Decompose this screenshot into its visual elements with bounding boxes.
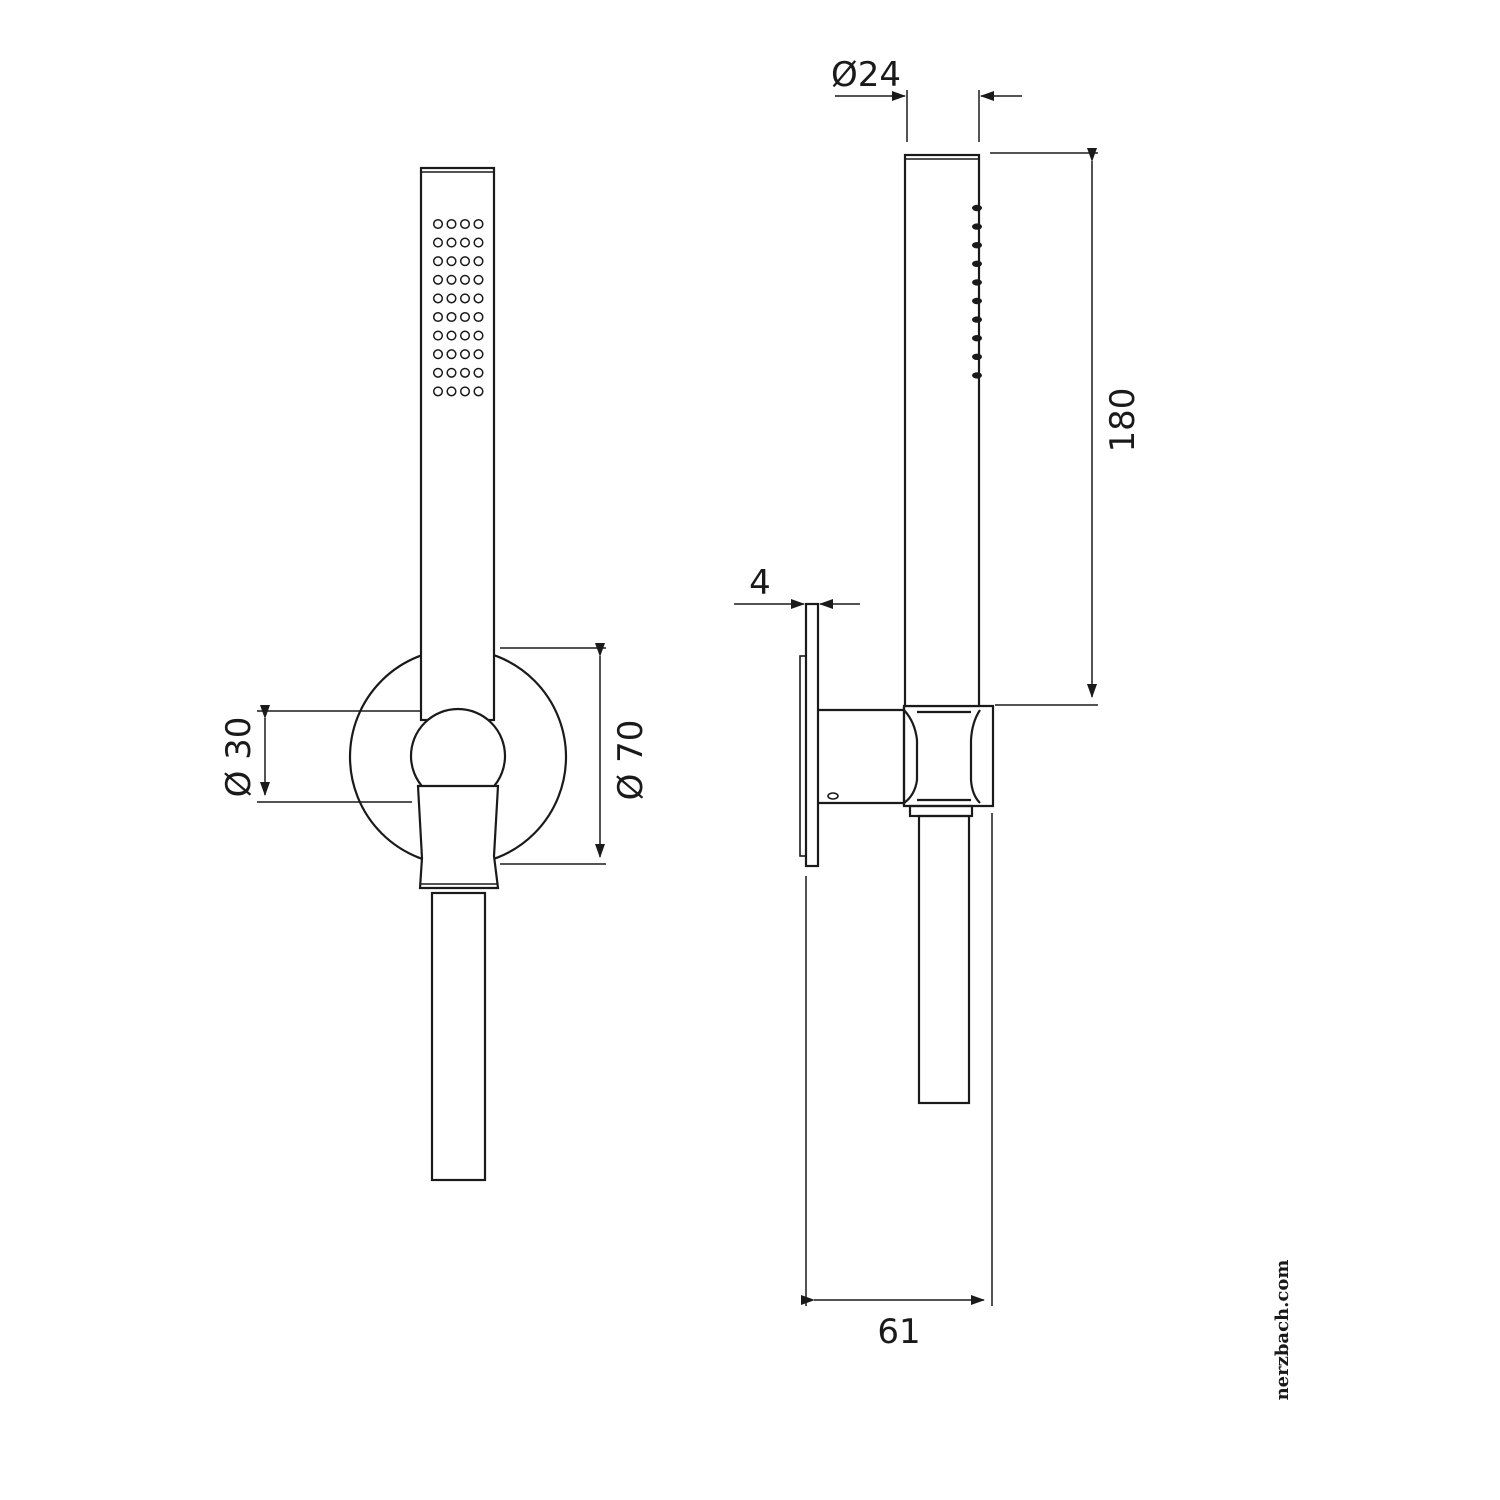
nozzle-dot <box>446 330 457 341</box>
nozzle-dot <box>459 311 471 323</box>
nozzle-dot <box>432 256 444 267</box>
nozzle-dot <box>446 274 457 285</box>
nozzle-dot <box>473 256 484 267</box>
holder-bracket <box>416 784 500 890</box>
nozzle-nub <box>972 335 982 342</box>
nozzle-dot <box>432 293 444 304</box>
set-screw <box>827 792 839 800</box>
nozzle-nub <box>972 297 982 305</box>
spray-nozzle-grid <box>432 218 484 397</box>
nozzle-dot <box>459 386 471 397</box>
hose-side <box>917 814 971 1105</box>
nozzle-dot <box>446 256 457 267</box>
nozzle-dot <box>473 330 484 341</box>
nozzle-dot <box>446 311 457 323</box>
nozzle-dot <box>459 256 471 267</box>
nozzle-dot <box>473 349 484 360</box>
nozzle-dot <box>446 218 457 230</box>
nozzle-dot <box>432 274 444 285</box>
projection-label: 61 <box>877 1312 920 1352</box>
front-view: Ø 30 Ø 70 <box>219 166 651 1182</box>
spray-nozzle-profile <box>972 204 982 379</box>
nozzle-dot <box>446 349 457 360</box>
nozzle-dot <box>473 386 484 397</box>
nozzle-dot <box>473 274 484 285</box>
wall-plate <box>804 602 820 868</box>
nozzle-dot <box>459 218 471 230</box>
hand-shower-body-side <box>903 153 981 708</box>
handle-diameter-label: Ø24 <box>831 55 901 95</box>
nozzle-dot <box>446 367 457 378</box>
nozzle-nub <box>972 279 982 286</box>
wall-plate-flange <box>799 655 807 857</box>
nozzle-nub <box>972 242 982 249</box>
rosette-diameter-dimension: Ø 70 <box>500 643 651 865</box>
nozzle-nub <box>972 223 982 230</box>
nozzle-nub <box>972 204 982 212</box>
nozzle-dot <box>446 293 457 304</box>
nozzle-dot <box>446 237 457 248</box>
nozzle-dot <box>446 386 457 397</box>
brand-watermark: nerzbach.com <box>1272 1260 1293 1401</box>
nozzle-dot <box>432 330 444 341</box>
nozzle-dot <box>459 330 471 341</box>
hose-connector <box>908 804 974 818</box>
plate-thickness-label: 4 <box>749 563 771 603</box>
hand-shower-body <box>419 166 496 722</box>
nozzle-dot <box>473 218 484 230</box>
handle-length-label: 180 <box>1103 388 1143 453</box>
nozzle-nub <box>972 353 982 360</box>
plate-thickness-dimension: 4 <box>734 563 860 609</box>
holder-cup <box>903 709 981 804</box>
nozzle-dot <box>473 367 484 378</box>
nozzle-nub <box>972 316 982 323</box>
hose <box>430 891 487 1182</box>
nozzle-dot <box>459 237 471 248</box>
holder-diameter-dimension: Ø 30 <box>219 705 420 803</box>
nozzle-dot <box>432 386 444 397</box>
nozzle-dot <box>473 237 484 248</box>
nozzle-dot <box>432 367 444 378</box>
holder-diameter-label: Ø 30 <box>219 717 259 798</box>
nozzle-dot <box>473 293 484 304</box>
nozzle-dot <box>432 237 444 248</box>
nozzle-dot <box>459 367 471 378</box>
projection-dimension: 61 <box>801 813 993 1352</box>
nozzle-dot <box>432 218 444 230</box>
nozzle-dot <box>459 293 471 304</box>
nozzle-nub <box>972 372 982 379</box>
nozzle-dot <box>432 311 444 323</box>
nozzle-dot <box>432 349 444 360</box>
rosette-diameter-label: Ø 70 <box>611 720 651 801</box>
side-view: Ø24 180 4 61 <box>734 55 1143 1352</box>
handle-diameter-dimension: Ø24 <box>831 55 1022 142</box>
nozzle-dot <box>459 349 471 360</box>
nozzle-dot <box>473 311 484 323</box>
nozzle-dot <box>459 274 471 285</box>
handle-length-dimension: 180 <box>990 148 1143 706</box>
nozzle-nub <box>972 260 982 267</box>
